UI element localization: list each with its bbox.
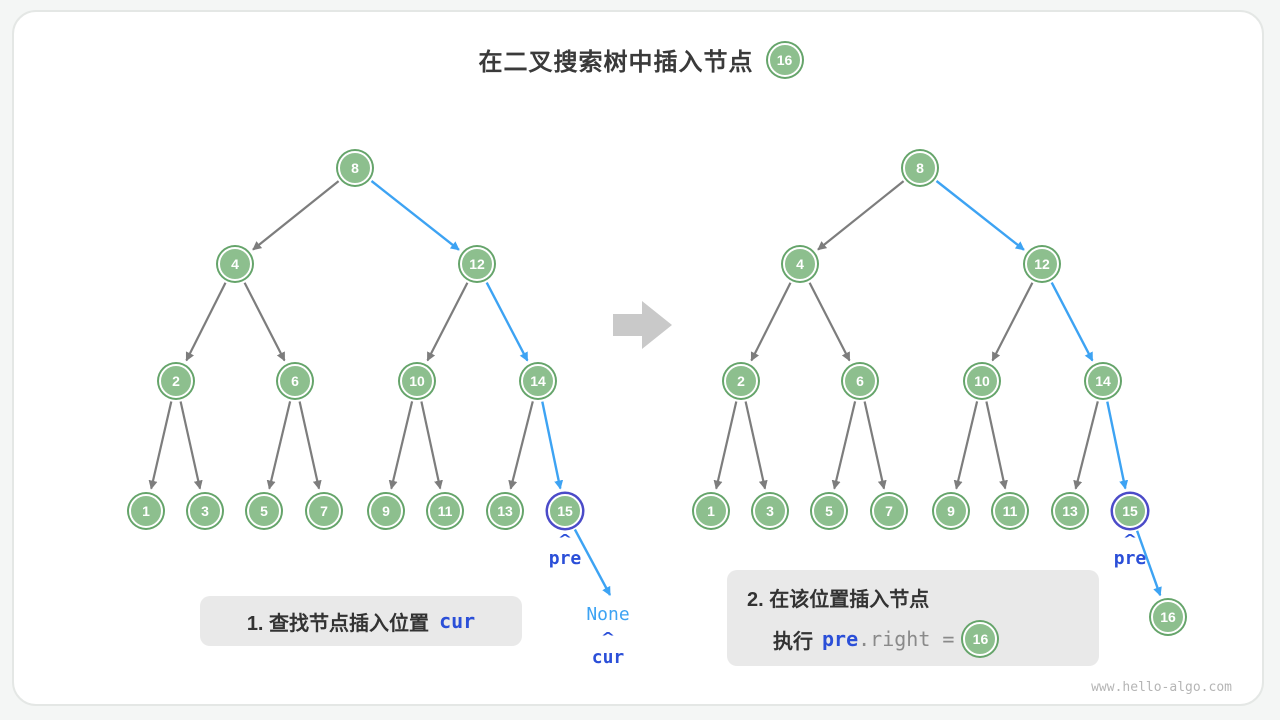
left-tree-node-15-pre: 15	[548, 494, 582, 528]
pre-pointer-label: pre	[1113, 548, 1147, 569]
right-tree-node-8: 8	[903, 151, 937, 185]
step1-code-cur: cur	[439, 609, 476, 633]
caret-up-icon: ^	[601, 630, 615, 644]
step2-title: 2. 在该位置插入节点	[747, 589, 930, 611]
right-tree-node-11: 11	[993, 494, 1027, 528]
right-tree-node-1: 1	[694, 494, 728, 528]
step2-exec-text: 执行	[773, 630, 813, 653]
watermark: www.hello-algo.com	[1091, 680, 1232, 695]
left-tree-node-1: 1	[129, 494, 163, 528]
right-tree-node-14: 14	[1086, 364, 1120, 398]
pre-pointer-label: pre	[548, 548, 582, 569]
right-tree-node-3: 3	[753, 494, 787, 528]
cur-pointer-label: cur	[591, 647, 625, 668]
right-tree-node-7: 7	[872, 494, 906, 528]
right-tree-node-5: 5	[812, 494, 846, 528]
left-tree-node-6: 6	[278, 364, 312, 398]
left-tree-node-11: 11	[428, 494, 462, 528]
right-tree-node-15-pre: 15	[1113, 494, 1147, 528]
left-tree-node-2: 2	[159, 364, 193, 398]
left-tree-node-13: 13	[488, 494, 522, 528]
step2-exec-line: 执行 pre .right = 16	[773, 622, 1079, 656]
left-tree-node-12: 12	[460, 247, 494, 281]
right-tree-node-16-inserted: 16	[1151, 600, 1185, 634]
right-tree-node-4: 4	[783, 247, 817, 281]
none-value-label: None	[586, 604, 630, 625]
right-tree-node-6: 6	[843, 364, 877, 398]
left-tree-node-7: 7	[307, 494, 341, 528]
step1-caption: 1. 查找节点插入位置 cur	[200, 596, 522, 646]
step2-node-badge: 16	[963, 622, 998, 656]
step2-code-pre: pre	[822, 627, 859, 651]
left-tree-node-9: 9	[369, 494, 403, 528]
figure-title: 在二叉搜索树中插入节点	[478, 49, 754, 76]
step2-code-right: .right =	[858, 627, 955, 651]
caret-up-icon: ^	[558, 532, 572, 546]
right-tree-node-10: 10	[965, 364, 999, 398]
right-tree-node-12: 12	[1025, 247, 1059, 281]
right-tree-node-13: 13	[1053, 494, 1087, 528]
caret-up-icon: ^	[1123, 532, 1137, 546]
title-node-badge: 16	[767, 42, 802, 77]
right-tree-node-2: 2	[724, 364, 758, 398]
left-tree-node-3: 3	[188, 494, 222, 528]
left-tree-node-5: 5	[247, 494, 281, 528]
left-tree-node-14: 14	[521, 364, 555, 398]
left-tree-node-10: 10	[400, 364, 434, 398]
step1-text: 1. 查找节点插入位置	[246, 612, 430, 635]
step2-caption: 2. 在该位置插入节点 执行 pre .right = 16	[727, 570, 1099, 666]
left-tree-node-4: 4	[218, 247, 252, 281]
figure-title-row: 在二叉搜索树中插入节点 16	[0, 42, 1280, 77]
left-tree-node-8: 8	[338, 151, 372, 185]
right-tree-node-9: 9	[934, 494, 968, 528]
